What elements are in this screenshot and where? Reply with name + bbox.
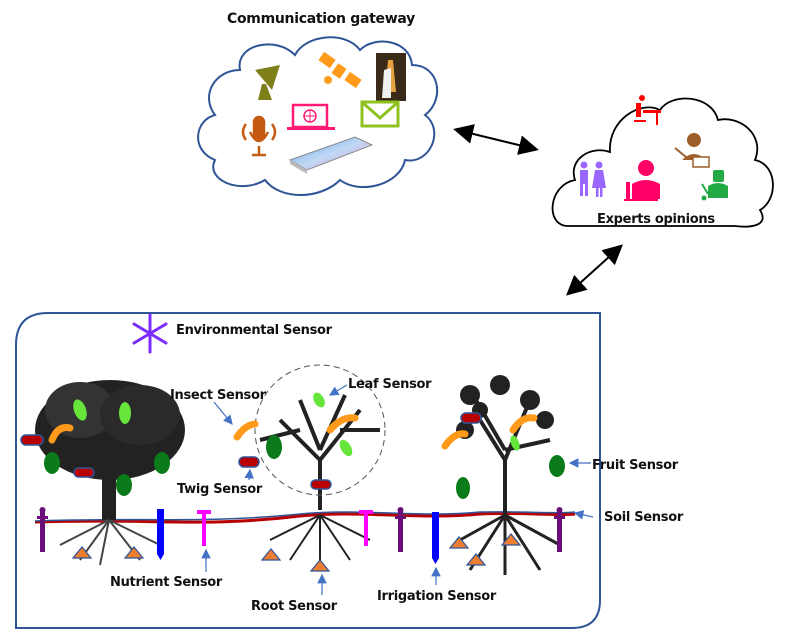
- nutrient-probes: [197, 510, 373, 546]
- irrigation-probes: [157, 509, 439, 564]
- insect-sensor-label: Insect Sensor: [170, 388, 266, 403]
- twig-sensor-pads: [20, 412, 482, 490]
- smartphone-image: [288, 136, 374, 174]
- irrigation-sensor-label: Irrigation Sensor: [377, 589, 496, 604]
- experts-title: Experts opinions: [597, 212, 715, 227]
- soil-sensor-label: Soil Sensor: [604, 510, 683, 525]
- welder-icon: [701, 170, 728, 201]
- laptop-globe-icon: [287, 103, 335, 130]
- satellite-dish-icon: [255, 65, 280, 100]
- couple-icon: [580, 161, 606, 197]
- root-sensor-triangles: [71, 533, 522, 572]
- field-title: Environmental Sensor: [176, 323, 332, 338]
- leaf-pointer: [328, 384, 348, 396]
- insect-pointer: [213, 401, 233, 425]
- leaf-sensors: [44, 392, 565, 499]
- field-border: [15, 312, 601, 629]
- soil-surface: [34, 511, 576, 524]
- insect-sensors: [48, 414, 538, 450]
- gateway-title: Communication gateway: [227, 11, 415, 27]
- twig-pointer: [244, 468, 254, 481]
- waiter-icon: [624, 160, 660, 201]
- space-shuttle-image: [376, 53, 406, 101]
- leaf-sensor-label: Leaf Sensor: [348, 377, 432, 392]
- microphone-icon: [241, 115, 277, 157]
- experts-cloud: [551, 95, 774, 228]
- nutrient-sensor-label: Nutrient Sensor: [110, 575, 223, 590]
- snowflake-icon: [132, 313, 168, 354]
- envelope-icon: [360, 100, 400, 128]
- person-at-desk-icon: [634, 95, 661, 125]
- gateway-experts-arrow: [453, 124, 539, 155]
- label-pointers: [201, 384, 594, 595]
- gateway-cloud: [197, 36, 439, 196]
- soil-pointer: [573, 510, 594, 520]
- soil-probes: [37, 507, 565, 552]
- experts-field-arrow: [566, 244, 623, 296]
- fruit-sensor-label: Fruit Sensor: [592, 458, 678, 473]
- satellite-icon: [318, 51, 362, 89]
- teacher-icon: [674, 133, 710, 168]
- root-sensor-label: Root Sensor: [251, 599, 337, 614]
- tree-dense: [35, 380, 185, 566]
- soil-line: [34, 511, 576, 522]
- twig-sensor-label: Twig Sensor: [177, 482, 262, 497]
